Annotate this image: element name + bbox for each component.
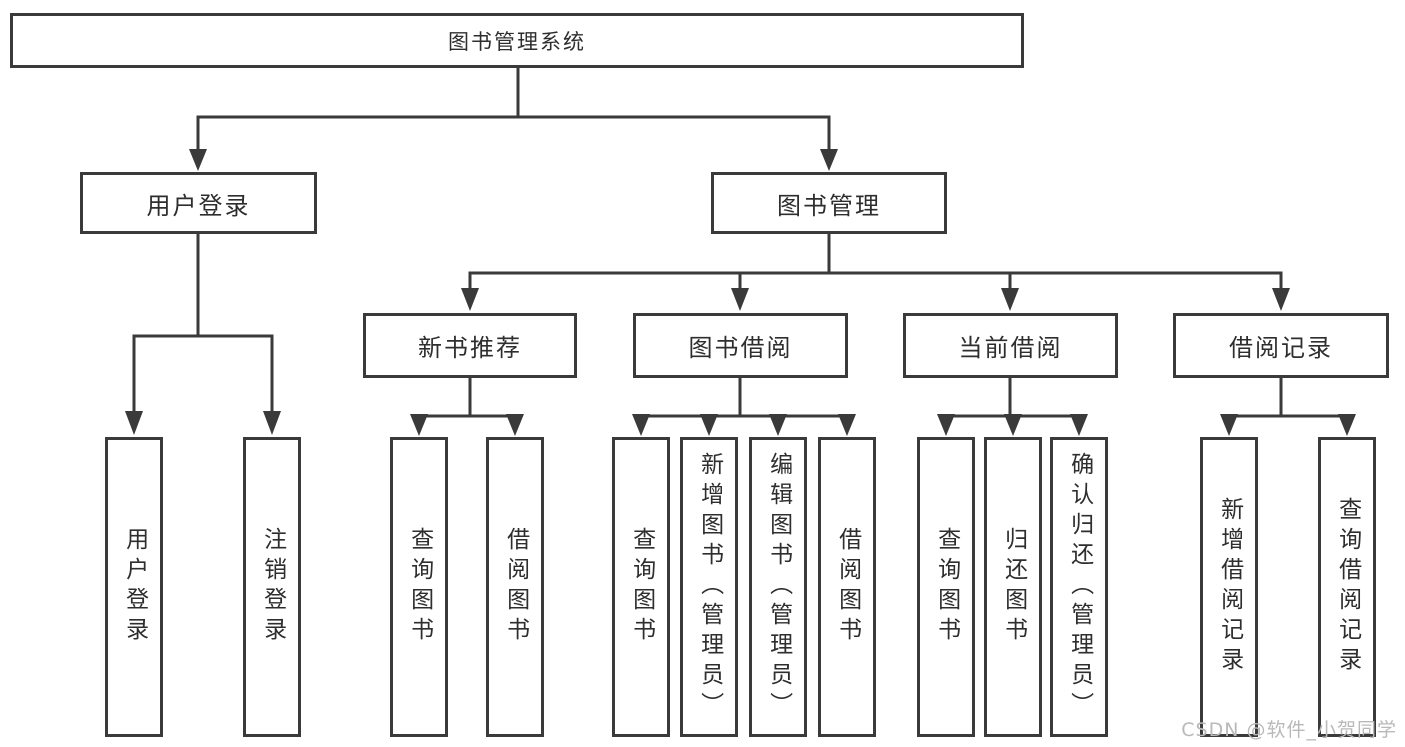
leaf-logout: 注销登录: [243, 437, 301, 737]
leaf-confirm-return-admin-label: 确认归还（管理员）: [1066, 452, 1093, 722]
leaf-add-borrow-record-label: 新增借阅记录: [1216, 497, 1243, 677]
node-user-login-label: 用户登录: [146, 191, 251, 220]
leaf-add-borrow-record: 新增借阅记录: [1200, 437, 1258, 737]
leaf-query-books-recommend: 查询图书: [390, 437, 448, 737]
node-library-system: 图书管理系统: [10, 13, 1024, 68]
leaf-borrow-books: 借阅图书: [818, 437, 876, 737]
leaf-query-books-borrow: 查询图书: [612, 437, 670, 737]
csdn-watermark: CSDN @软件_小贺同学: [1181, 719, 1397, 741]
leaf-borrow-books-label: 借阅图书: [834, 527, 861, 647]
leaf-query-books-current-label: 查询图书: [933, 527, 960, 647]
node-library-system-label: 图书管理系统: [448, 29, 586, 54]
leaf-user-login-label: 用户登录: [121, 527, 148, 647]
node-borrowing-records-label: 借阅记录: [1229, 334, 1333, 362]
leaf-query-books-borrow-label: 查询图书: [628, 527, 655, 647]
leaf-query-borrow-record: 查询借阅记录: [1318, 437, 1376, 737]
leaf-borrow-books-recommend-label: 借阅图书: [502, 527, 529, 647]
leaf-confirm-return-admin: 确认归还（管理员）: [1050, 437, 1108, 737]
leaf-add-book-admin: 新增图书（管理员）: [680, 437, 738, 737]
node-book-borrowing: 图书借阅: [633, 313, 848, 378]
node-book-borrowing-label: 图书借阅: [688, 334, 793, 362]
leaf-edit-book-admin-label: 编辑图书（管理员）: [765, 452, 792, 722]
node-book-management-label: 图书管理: [777, 191, 881, 220]
leaf-return-books-label: 归还图书: [1000, 527, 1027, 647]
leaf-query-borrow-record-label: 查询借阅记录: [1334, 497, 1361, 677]
leaf-query-books-recommend-label: 查询图书: [406, 527, 433, 647]
node-book-management: 图书管理: [711, 172, 947, 234]
node-current-borrowing-label: 当前借阅: [958, 334, 1063, 362]
leaf-add-book-admin-label: 新增图书（管理员）: [696, 452, 723, 722]
leaf-logout-label: 注销登录: [259, 527, 286, 647]
node-current-borrowing: 当前借阅: [903, 313, 1118, 378]
node-new-book-recommend-label: 新书推荐: [418, 334, 522, 362]
leaf-user-login: 用户登录: [105, 437, 163, 737]
leaf-borrow-books-recommend: 借阅图书: [486, 437, 544, 737]
leaf-query-books-current: 查询图书: [917, 437, 975, 737]
node-borrowing-records: 借阅记录: [1173, 313, 1389, 378]
node-user-login: 用户登录: [80, 172, 317, 234]
leaf-edit-book-admin: 编辑图书（管理员）: [749, 437, 807, 737]
node-new-book-recommend: 新书推荐: [363, 313, 577, 378]
leaf-return-books: 归还图书: [984, 437, 1042, 737]
